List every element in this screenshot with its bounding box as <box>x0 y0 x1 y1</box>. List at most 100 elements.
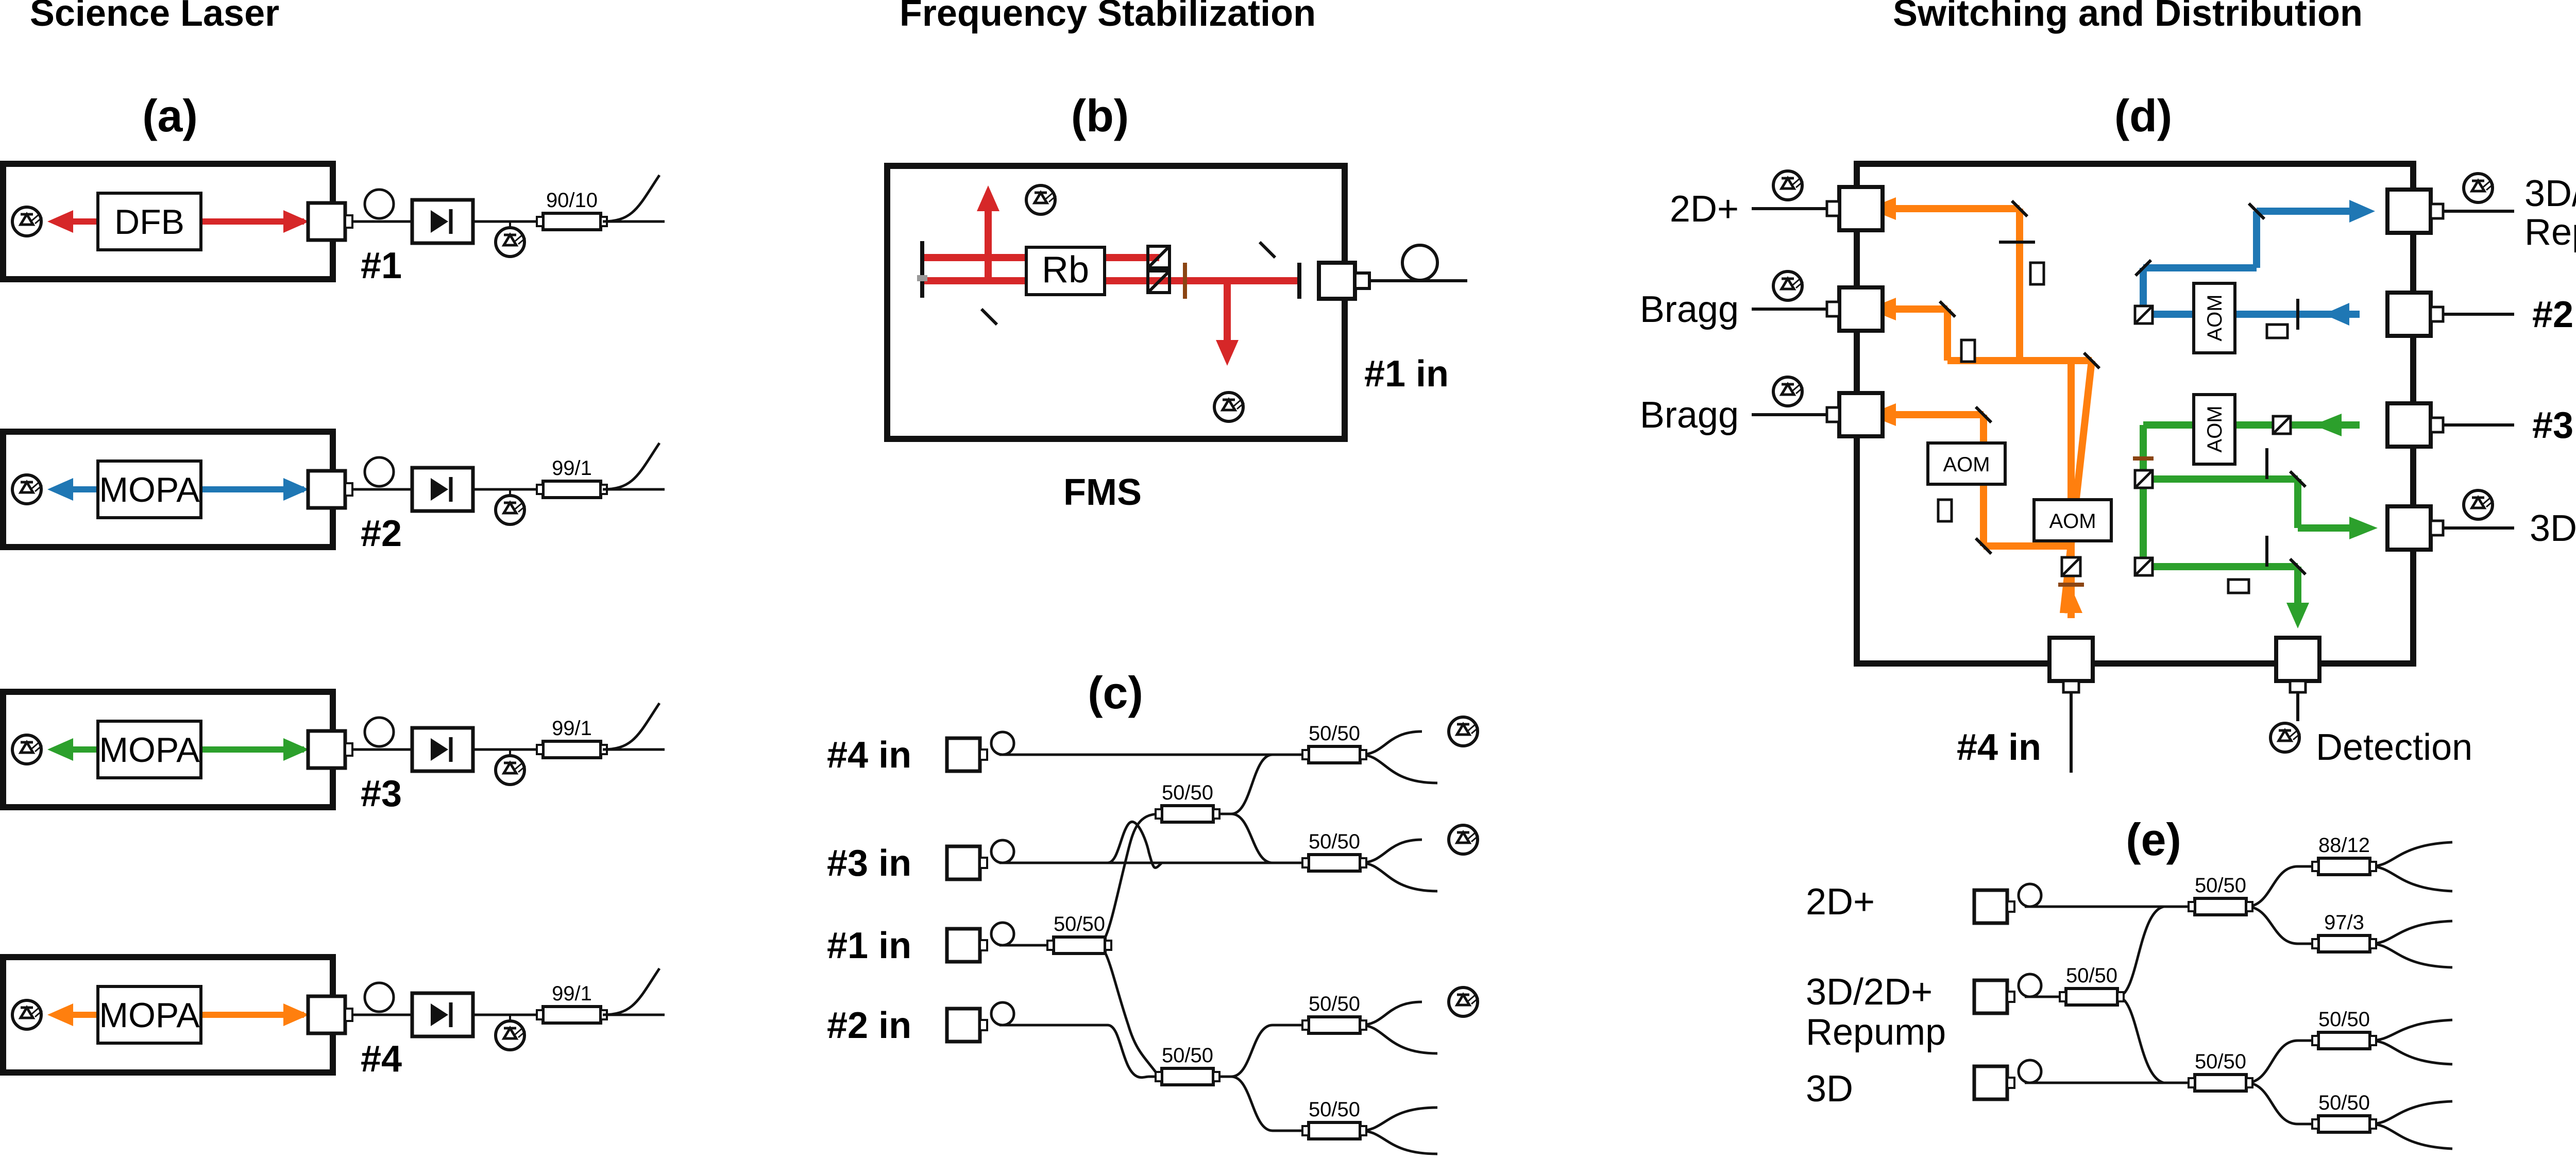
photodiode-icon <box>1449 825 1479 854</box>
photodiode-icon <box>12 735 42 764</box>
fiber-port <box>2274 636 2321 721</box>
fiber-coupler: 50/50 <box>2188 874 2253 916</box>
fiber-port <box>2047 636 2095 773</box>
coupler-ratio: 50/50 <box>1162 1044 1213 1067</box>
panel-e-couplers: 50/50 50/50 50/50 88/12 97/3 50/50 50/50 <box>2059 834 2377 1134</box>
beam-splitters <box>2060 304 2292 577</box>
fms-caption: FMS <box>1063 472 1142 513</box>
green-arrow <box>2349 517 2378 539</box>
laser-box <box>96 459 202 519</box>
coupler-ratio: 50/50 <box>2318 1092 2370 1114</box>
photodiode-icon <box>1449 717 1479 746</box>
input-label: #2 in <box>827 1005 911 1046</box>
coupler-ratio: 97/3 <box>2324 911 2364 934</box>
aom-box: AOM <box>2192 282 2236 354</box>
laser-box <box>96 192 202 251</box>
green-arrow <box>2286 603 2309 628</box>
coupler-ratio: 50/50 <box>2195 874 2246 897</box>
coupler-ratio: 50/50 <box>2318 1008 2370 1031</box>
svg-text:AOM: AOM <box>1943 453 1990 476</box>
coupler-ratio: 50/50 <box>1309 722 1360 745</box>
fms-input-label: #1 in <box>1364 353 1449 395</box>
beam-arrow <box>283 738 309 761</box>
photodiode-icon <box>1773 271 1803 300</box>
output-label: Bragg <box>1640 289 1739 330</box>
photodiode-icon <box>496 756 526 785</box>
orange-arrow <box>2060 587 2082 613</box>
fiber-coupler: 50/50 <box>2311 1092 2377 1134</box>
input-label: 3D <box>1806 1068 1853 1110</box>
coupler-ratio: 50/50 <box>1309 830 1360 853</box>
photodiode-icon <box>1026 185 1056 214</box>
fiber-coupler: 50/50 <box>2311 1008 2377 1050</box>
panel-label-d: (d) <box>2114 90 2172 141</box>
fiber-port <box>945 839 1015 881</box>
photodiode-icon <box>12 475 42 504</box>
coupler-ratio: 90/10 <box>546 189 598 212</box>
output-label: Repump <box>2524 212 2576 253</box>
fiber-coupler: 50/50 <box>1301 993 1367 1035</box>
photodiode-icon <box>2270 723 2300 752</box>
input-label: 3D/2D+ <box>1806 972 1933 1013</box>
fms-setup: Rb #1 in <box>884 163 1467 442</box>
green-arrow <box>2313 414 2342 436</box>
output-label: Bragg <box>1640 395 1739 436</box>
coupler-ratio: 88/12 <box>2318 834 2370 857</box>
input-label: #3 in <box>2532 405 2576 446</box>
photodiode-icon <box>12 207 42 236</box>
fiber-coupler: 90/10 <box>536 189 608 231</box>
svg-text:AOM: AOM <box>2204 294 2226 341</box>
output-label: 3D <box>2530 508 2576 549</box>
fiber-port <box>2385 291 2514 338</box>
blue-beam-path <box>2140 208 2360 318</box>
beam-arrow <box>283 1003 309 1026</box>
photodiode-icon <box>496 496 526 524</box>
port-label: #1 <box>361 245 402 286</box>
coupler-ratio: 50/50 <box>1054 913 1105 935</box>
detection-label: Detection <box>2316 727 2472 768</box>
aom-box: AOM <box>2032 498 2113 542</box>
output-label: 3D/2D+ <box>2524 173 2576 214</box>
input-label: #3 in <box>827 843 911 884</box>
beam-dumps <box>1937 261 2289 594</box>
green-beam-path <box>2140 421 2360 608</box>
aom-box: AOM <box>1926 441 2007 486</box>
coupler-ratio: 99/1 <box>552 982 592 1005</box>
coupler-ratio: 50/50 <box>1309 1098 1360 1121</box>
fiber-coupler: 50/50 <box>1046 913 1112 955</box>
photodiode-icon <box>2464 490 2494 519</box>
coupler-ratio: 50/50 <box>1162 781 1213 804</box>
laser-name: MOPA <box>99 730 200 770</box>
fiber-coupler: 50/50 <box>1155 1044 1221 1086</box>
fiber-coupler: 50/50 <box>2188 1050 2253 1093</box>
rb-cell-label: Rb <box>1042 249 1089 291</box>
coupler-ratio: 99/1 <box>552 457 592 480</box>
laser-box <box>96 720 202 779</box>
port-label: #4 <box>361 1038 402 1080</box>
fiber-coupler: 99/1 <box>536 717 608 759</box>
laser-name: MOPA <box>99 996 200 1035</box>
fiber-coupler: 99/1 <box>536 982 608 1025</box>
laser-name: DFB <box>114 202 184 242</box>
fms-arrow-up <box>977 185 999 211</box>
laser-row: MOPA 99/1 #4 <box>0 954 665 1080</box>
input-label: #1 in <box>827 925 911 966</box>
fiber-coupler: 50/50 <box>2059 964 2125 1007</box>
optics-mirrors <box>1938 199 2307 576</box>
panel-label-e: (e) <box>2126 814 2181 865</box>
laser-name: MOPA <box>99 470 200 509</box>
input-label: #2 in <box>2532 294 2576 335</box>
photodiode-icon <box>1773 171 1803 200</box>
svg-text:AOM: AOM <box>2049 510 2096 533</box>
input-label: Repump <box>1806 1012 1946 1053</box>
fiber-coupler: 50/50 <box>1301 722 1367 764</box>
input-label: #4 in <box>827 735 911 776</box>
beam-arrow <box>283 210 309 233</box>
fiber-port <box>945 1001 1015 1044</box>
fiber-coupler: 97/3 <box>2311 911 2377 953</box>
fiber-port <box>945 921 1015 964</box>
photodiode-icon <box>496 228 526 257</box>
